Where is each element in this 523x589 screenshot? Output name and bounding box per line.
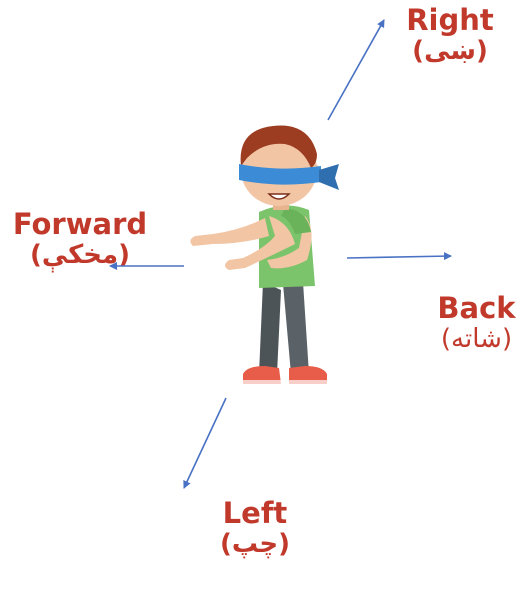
arrow-back	[346, 252, 452, 261]
right-label-pashto: (ښی)	[412, 36, 488, 67]
direction-label-forward: Forward (مخکې)	[0, 207, 160, 271]
right-label-english: Right	[406, 3, 494, 37]
back-label-english: Back	[437, 291, 516, 325]
arrow-right	[327, 19, 385, 121]
arrow-left	[183, 397, 227, 489]
left-label-pashto: (چپ)	[219, 529, 291, 560]
direction-label-left: Left (چپ)	[200, 496, 310, 560]
forward-label-english: Forward	[12, 207, 148, 241]
back-label-pashto: (شاته)	[440, 324, 513, 355]
direction-label-back: Back (شاته)	[430, 291, 523, 355]
direction-label-right: Right (ښی)	[392, 3, 508, 67]
left-label-english: Left	[222, 496, 288, 530]
forward-label-pashto: (مخکې)	[29, 240, 131, 271]
blindfolded-boy-illustration	[190, 125, 339, 384]
